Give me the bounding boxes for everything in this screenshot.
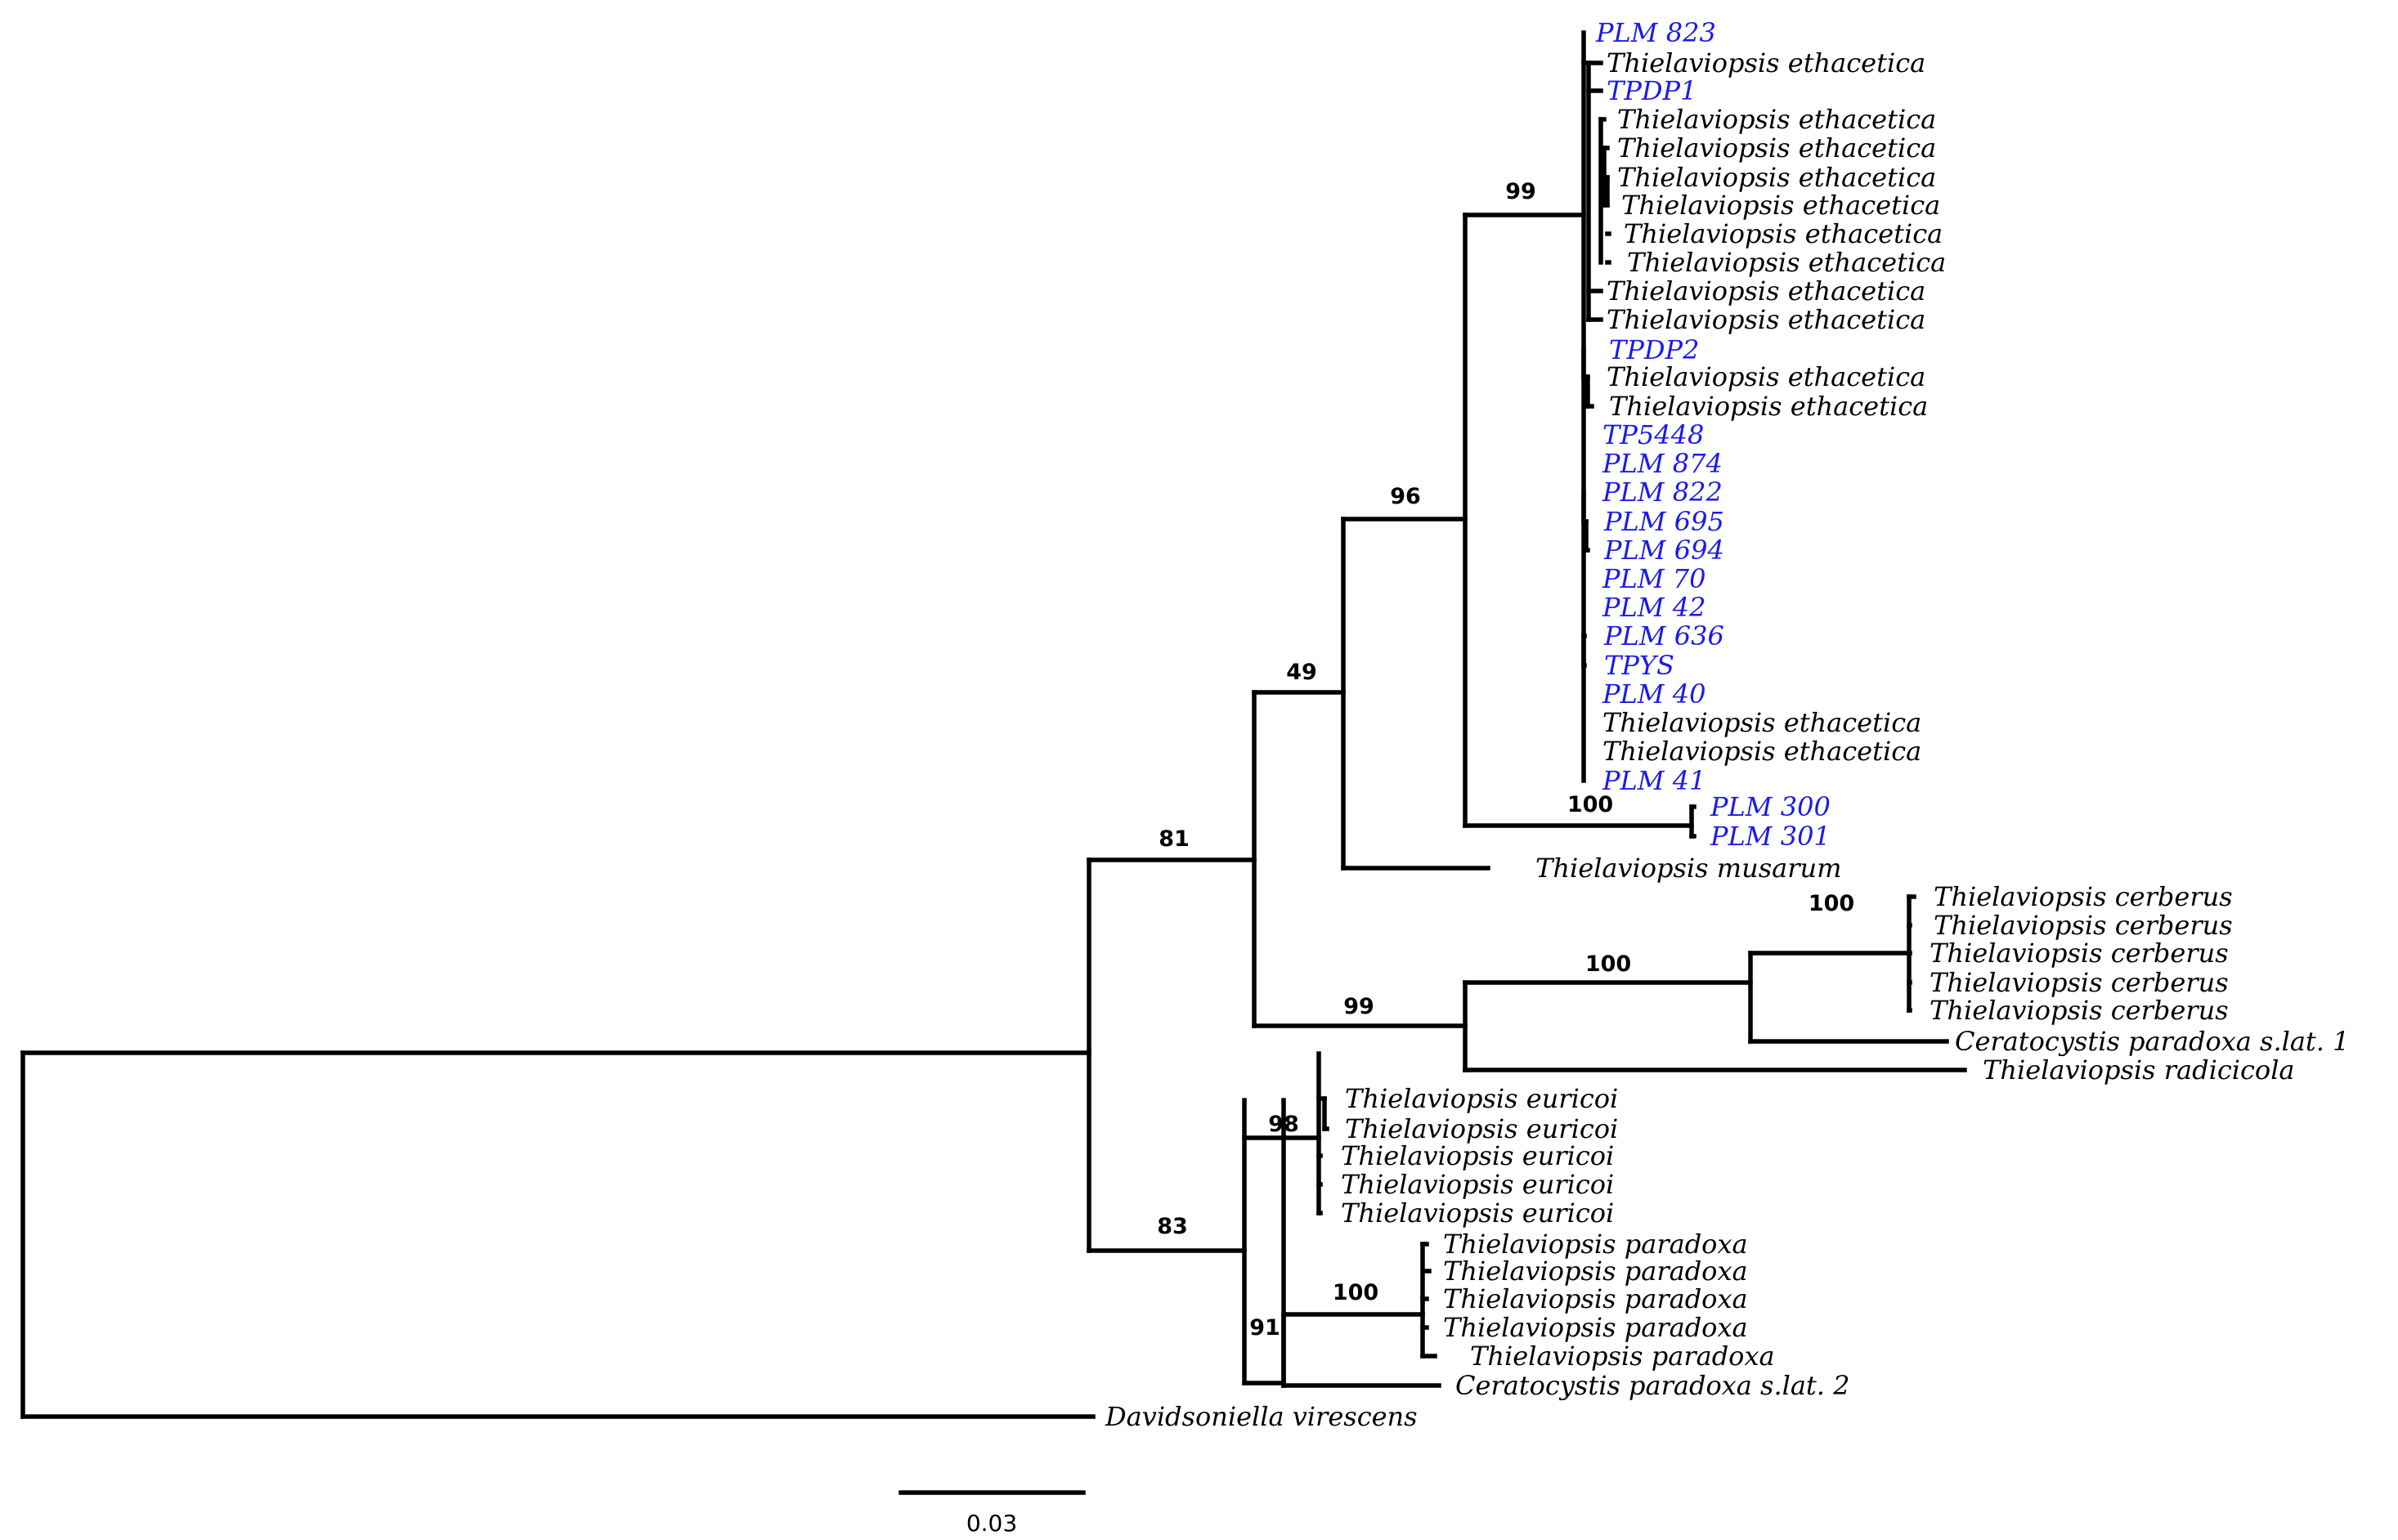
bootstrap-value: 83 xyxy=(1157,1214,1188,1239)
taxon-label: Thielaviopsis ethacetica xyxy=(1602,736,1921,767)
taxon-label: Thielaviopsis ethacetica xyxy=(1607,47,1925,78)
taxon-label: Thielaviopsis ethacetica xyxy=(1602,707,1921,738)
isolate-label: PLM 694 xyxy=(1603,535,1724,566)
bootstrap-value: 100 xyxy=(1567,792,1613,817)
taxon-label: Thielaviopsis cerberus xyxy=(1930,995,2229,1026)
taxon-label: Thielaviopsis ethacetica xyxy=(1607,361,1925,392)
bootstrap-value: 91 xyxy=(1249,1315,1280,1341)
isolate-label: PLM 822 xyxy=(1602,477,1723,508)
taxon-label: Thielaviopsis cerberus xyxy=(1930,938,2229,969)
bootstrap-value: 100 xyxy=(1585,951,1631,977)
taxon-label: Thielaviopsis euricoi xyxy=(1341,1140,1614,1171)
taxon-label: Thielaviopsis ethacetica xyxy=(1607,275,1925,307)
isolate-label: PLM 695 xyxy=(1603,506,1724,537)
isolate-label: PLM 874 xyxy=(1602,448,1723,479)
taxon-label: Thielaviopsis paradoxa xyxy=(1470,1341,1775,1372)
taxon-label: Thielaviopsis ethacetica xyxy=(1617,132,1936,163)
taxon-label: Thielaviopsis ethacetica xyxy=(1617,162,1936,193)
bootstrap-value: 100 xyxy=(1333,1280,1378,1305)
taxon-label: Thielaviopsis euricoi xyxy=(1341,1169,1614,1200)
bootstrap-value: 98 xyxy=(1268,1112,1299,1137)
isolate-label: TPDP1 xyxy=(1607,75,1697,106)
taxon-label: Thielaviopsis ethacetica xyxy=(1609,391,1928,422)
taxon-label: Thielaviopsis euricoi xyxy=(1345,1113,1618,1144)
taxon-label: Davidsoniella virescens xyxy=(1105,1401,1418,1432)
isolate-label: TP5448 xyxy=(1602,419,1704,450)
isolate-label: PLM 41 xyxy=(1602,765,1705,796)
taxon-label: Thielaviopsis radicicola xyxy=(1983,1054,2295,1086)
taxon-label: Thielaviopsis cerberus xyxy=(1934,910,2233,941)
isolate-label: PLM 300 xyxy=(1710,791,1831,822)
taxon-label: Thielaviopsis paradoxa xyxy=(1443,1229,1748,1260)
bootstrap-value: 99 xyxy=(1505,179,1536,204)
taxon-label: Thielaviopsis euricoi xyxy=(1341,1198,1614,1229)
taxon-label: Thielaviopsis paradoxa xyxy=(1443,1256,1748,1287)
isolate-label: PLM 40 xyxy=(1602,678,1705,710)
isolate-label: TPYS xyxy=(1604,650,1674,681)
taxon-label: Thielaviopsis cerberus xyxy=(1934,881,2233,912)
tree-branches xyxy=(20,30,1967,1419)
bootstrap-value: 99 xyxy=(1343,994,1374,1019)
taxon-label: Ceratocystis paradoxa s.lat. 1 xyxy=(1955,1026,2349,1057)
isolate-label: PLM 42 xyxy=(1602,592,1705,623)
bootstrap-value: 81 xyxy=(1159,826,1190,852)
taxon-label: Thielaviopsis paradoxa xyxy=(1443,1283,1748,1314)
taxon-label: Thielaviopsis ethacetica xyxy=(1621,190,1940,221)
scale-bar: 0.03 xyxy=(899,1490,1086,1537)
isolate-label: PLM 70 xyxy=(1602,563,1705,594)
bootstrap-value: 100 xyxy=(1809,891,1854,916)
scale-bar-label: 0.03 xyxy=(966,1510,1017,1537)
isolate-label: PLM 636 xyxy=(1603,620,1724,651)
isolate-label: TPDP2 xyxy=(1609,334,1699,365)
taxon-label: Ceratocystis paradoxa s.lat. 2 xyxy=(1455,1370,1849,1401)
taxon-label: Thielaviopsis paradoxa xyxy=(1443,1312,1748,1343)
taxon-label: Thielaviopsis ethacetica xyxy=(1627,247,1946,278)
isolate-label: PLM 823 xyxy=(1595,17,1716,48)
taxon-label: Thielaviopsis cerberus xyxy=(1930,967,2229,998)
support-values: 99 96 49 81 100 100 100 99 98 100 91 83 xyxy=(1157,179,1854,1341)
taxon-label: Thielaviopsis ethacetica xyxy=(1624,218,1943,249)
taxon-label: Thielaviopsis euricoi xyxy=(1345,1083,1618,1114)
bootstrap-value: 96 xyxy=(1390,484,1421,509)
isolate-label: PLM 301 xyxy=(1710,821,1831,852)
bootstrap-value: 49 xyxy=(1286,660,1317,685)
taxon-label: Thielaviopsis musarum xyxy=(1535,853,1841,884)
taxon-label: Thielaviopsis ethacetica xyxy=(1607,304,1925,335)
taxon-label: Thielaviopsis ethacetica xyxy=(1617,104,1936,135)
